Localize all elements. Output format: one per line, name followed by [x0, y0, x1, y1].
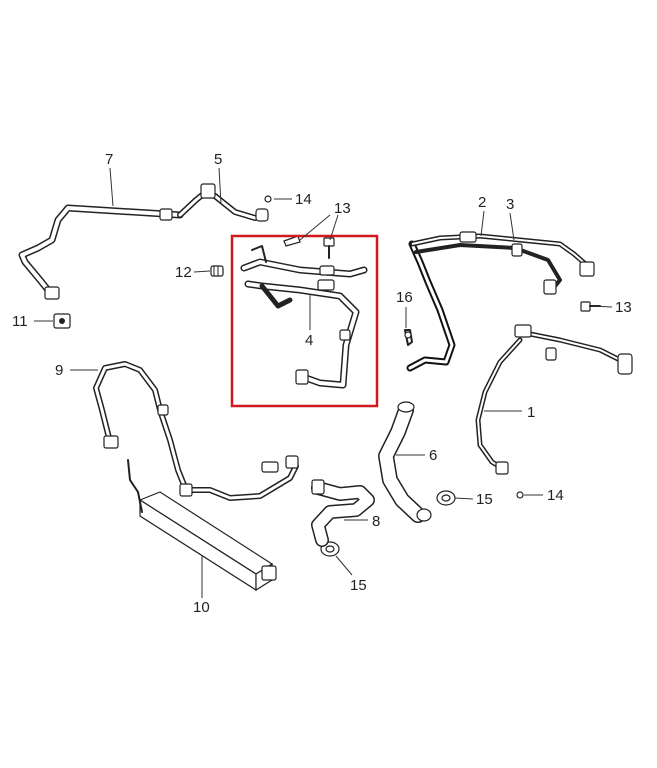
- callout-4: 4: [305, 332, 313, 349]
- callout-10: 10: [193, 599, 210, 616]
- callout-13-top: 13: [334, 200, 351, 217]
- part-5-tube: [177, 183, 269, 222]
- callout-13-right: 13: [615, 299, 632, 316]
- callout-2: 2: [478, 194, 486, 211]
- part-16-sensor: [404, 329, 413, 346]
- callout-8: 8: [372, 513, 380, 530]
- part-6-hose: [378, 401, 432, 523]
- part-9-tube: [93, 361, 299, 501]
- part-14-oring-right: [516, 491, 524, 499]
- part-1-hose: [475, 324, 633, 475]
- callout-14-top: 14: [295, 191, 312, 208]
- part-10-cooler: [127, 459, 277, 592]
- callout-16: 16: [396, 289, 413, 306]
- callout-11: 11: [12, 313, 28, 330]
- callout-15-right: 15: [476, 491, 493, 508]
- callout-1: 1: [527, 404, 535, 421]
- part-8-hose: [311, 479, 375, 547]
- part-14-oring-top: [264, 195, 272, 203]
- callout-labels: 7 5 14 13 12 11 4 2 3 16 13 1 6 15 14 9 …: [12, 151, 632, 616]
- callout-9: 9: [55, 362, 63, 379]
- part-11-clip: [53, 313, 71, 329]
- callout-7: 7: [105, 151, 113, 168]
- part-4-hose-assembly: [240, 245, 368, 389]
- part-2-3-hose: [406, 231, 595, 372]
- callout-12: 12: [175, 264, 192, 281]
- leader-lines: [34, 167, 613, 598]
- part-12-fitting: [210, 265, 224, 277]
- callout-14-right: 14: [547, 487, 564, 504]
- callout-5: 5: [214, 151, 222, 168]
- part-13-bolts: [283, 235, 335, 259]
- callout-6: 6: [429, 447, 437, 464]
- part-15-clamp-right: [436, 490, 456, 506]
- callout-3: 3: [506, 196, 514, 213]
- callout-15-lower: 15: [350, 577, 367, 594]
- part-7-tube: [18, 204, 184, 300]
